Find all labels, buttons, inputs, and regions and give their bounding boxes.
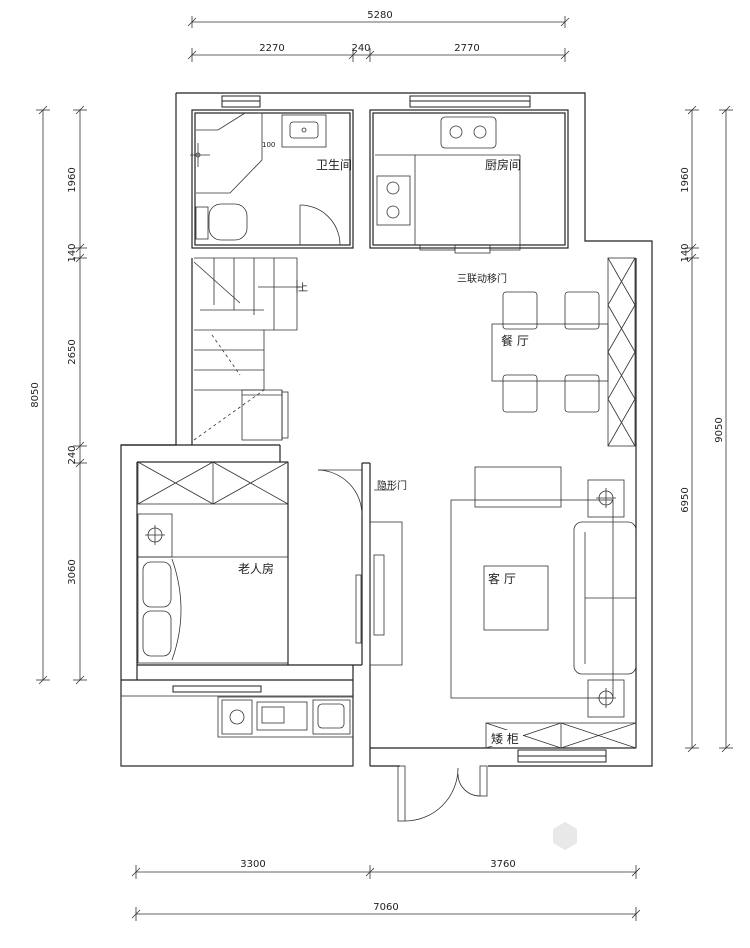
label-stairs-up: 上 (298, 282, 308, 294)
dim-bottom-total: 7060 (373, 902, 398, 913)
dim-left-total: 8050 (30, 382, 41, 407)
dim-right-2: 140 (680, 243, 691, 262)
kitchen-fixtures (375, 116, 521, 245)
dim-right-1: 1960 (680, 167, 691, 192)
bottom-dimensions (131, 865, 641, 921)
room-label-low-cabinet: 矮 柜 (491, 732, 519, 746)
top-dimensions (187, 16, 570, 62)
dim-left-3: 2650 (67, 339, 78, 364)
elder-room-fixtures (137, 461, 403, 666)
balcony-fixtures (120, 695, 354, 767)
dining-set (491, 257, 636, 447)
room-label-dining: 餐 厅 (501, 333, 529, 348)
stairs (193, 257, 303, 441)
dim-top-1: 2270 (259, 43, 284, 54)
dim-bottom-1: 3300 (240, 859, 265, 870)
room-label-elder: 老人房 (238, 561, 274, 576)
dim-top-2: 240 (351, 43, 370, 54)
low-cabinet-label-bg (487, 730, 523, 746)
label-sliding-door: 三联动移门 (457, 272, 507, 285)
bathroom-fixtures (190, 112, 341, 246)
dim-bottom-2: 3760 (490, 859, 515, 870)
kitchen-walls (369, 109, 569, 249)
logo-mark (553, 822, 577, 850)
wall-size-label: 100 (262, 141, 275, 149)
dim-left-2: 140 (67, 243, 78, 262)
sliding-door (419, 244, 521, 254)
room-label-living: 客 厅 (488, 571, 516, 586)
windows (172, 95, 607, 763)
bathroom-walls (191, 109, 354, 249)
room-label-kitchen: 厨房间 (485, 157, 521, 172)
dim-top-total: 5280 (367, 10, 392, 21)
room-label-bathroom: 卫生间 (316, 158, 352, 172)
dim-right-total: 9050 (714, 417, 725, 442)
dim-right-3: 6950 (680, 487, 691, 512)
dim-left-1: 1960 (67, 167, 78, 192)
dim-top-3: 2770 (454, 43, 479, 54)
living-fixtures (397, 466, 637, 822)
dim-left-4: 240 (67, 445, 78, 464)
left-dimensions (36, 105, 87, 685)
right-dimensions (685, 105, 733, 753)
dim-left-5: 3060 (67, 559, 78, 584)
label-hidden-door: 隐形门 (377, 479, 407, 492)
